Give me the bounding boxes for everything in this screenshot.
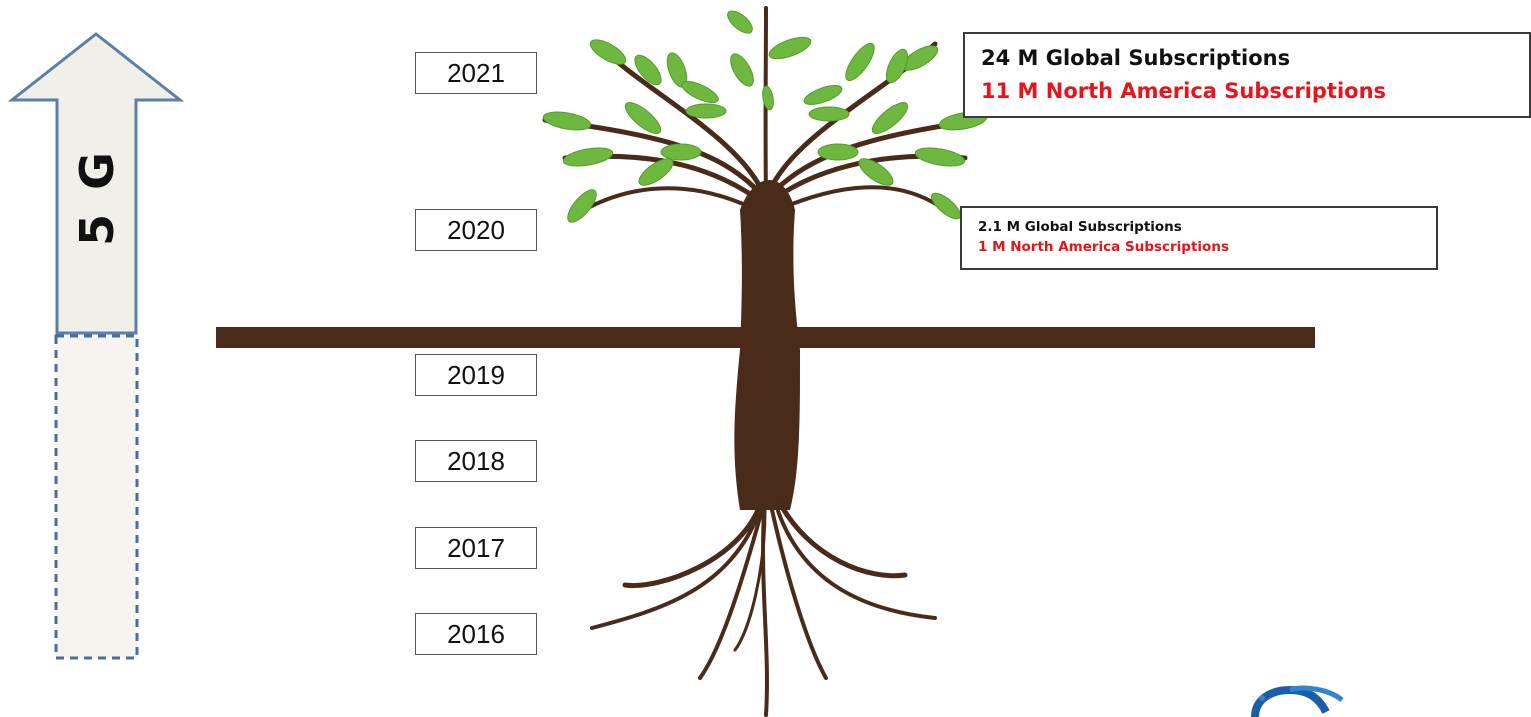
year-box-2021: 2021	[415, 52, 537, 94]
callout-2020-north-america: 1 M North America Subscriptions	[978, 239, 1229, 255]
callout-2021-north-america: 11 M North America Subscriptions	[981, 79, 1387, 103]
year-box-2019: 2019	[415, 354, 537, 396]
callout-2020: 2.1 M Global Subscriptions 1 M North Ame…	[960, 206, 1438, 270]
arrow-5g-dashed	[54, 334, 139, 660]
year-box-2016: 2016	[415, 613, 537, 655]
tree	[542, 6, 988, 717]
callout-2021: 24 M Global Subscriptions 11 M North Ame…	[963, 32, 1531, 118]
logo-icon	[1251, 685, 1344, 717]
callout-2020-global: 2.1 M Global Subscriptions	[978, 219, 1182, 235]
callout-2021-global: 24 M Global Subscriptions	[981, 46, 1291, 70]
year-box-2018: 2018	[415, 440, 537, 482]
year-box-2020: 2020	[415, 209, 537, 251]
year-box-2017: 2017	[415, 527, 537, 569]
arrow-5g-solid	[7, 32, 185, 335]
arrow-5g-label: 5 G	[70, 148, 124, 246]
